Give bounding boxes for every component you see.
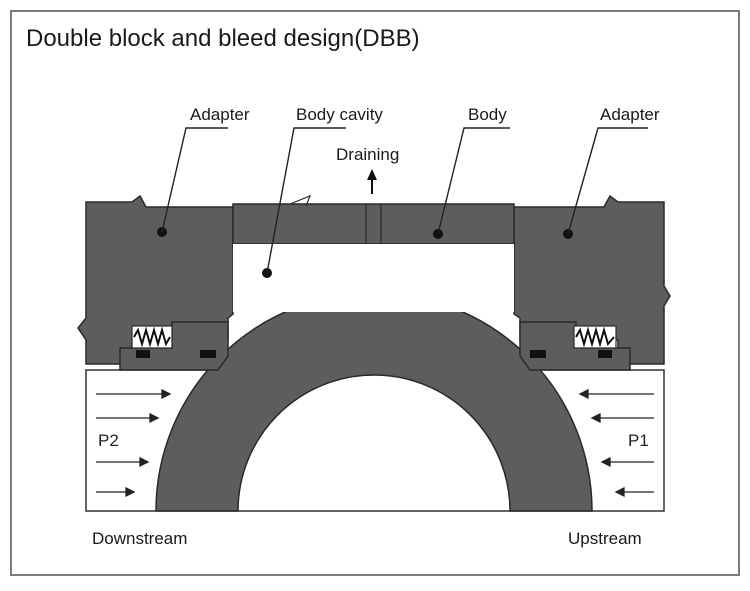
flow-arrows-upstream [578, 388, 654, 498]
seal-right-outer [598, 350, 612, 358]
draining-arrow [367, 169, 377, 194]
diagram-frame [10, 10, 740, 576]
seal-left-outer [136, 350, 150, 358]
label-body: Body [468, 105, 507, 124]
leader-body [437, 127, 510, 235]
diagram-title: Double block and bleed design(DBB) [26, 25, 420, 52]
label-p1: P1 [628, 431, 649, 450]
leader-adapter-right [567, 127, 648, 235]
body-plate [232, 203, 515, 245]
label-draining: Draining [336, 145, 399, 164]
body-cavity [233, 244, 514, 312]
label-adapter-right: Adapter [600, 105, 660, 124]
leader-adapter-left [161, 127, 228, 233]
ball [155, 292, 593, 512]
spring-left [133, 326, 171, 348]
flow-arrows-downstream [96, 388, 172, 498]
label-adapter-left: Adapter [190, 105, 250, 124]
label-body-cavity: Body cavity [296, 105, 383, 124]
label-upstream: Upstream [568, 529, 642, 548]
label-p2: P2 [98, 431, 119, 450]
spring-right [575, 326, 615, 348]
body-plate-notch [289, 194, 312, 207]
seal-right-inner [530, 350, 546, 358]
seal-left-inner [200, 350, 216, 358]
leader-body-cavity [266, 127, 346, 274]
label-downstream: Downstream [92, 529, 187, 548]
